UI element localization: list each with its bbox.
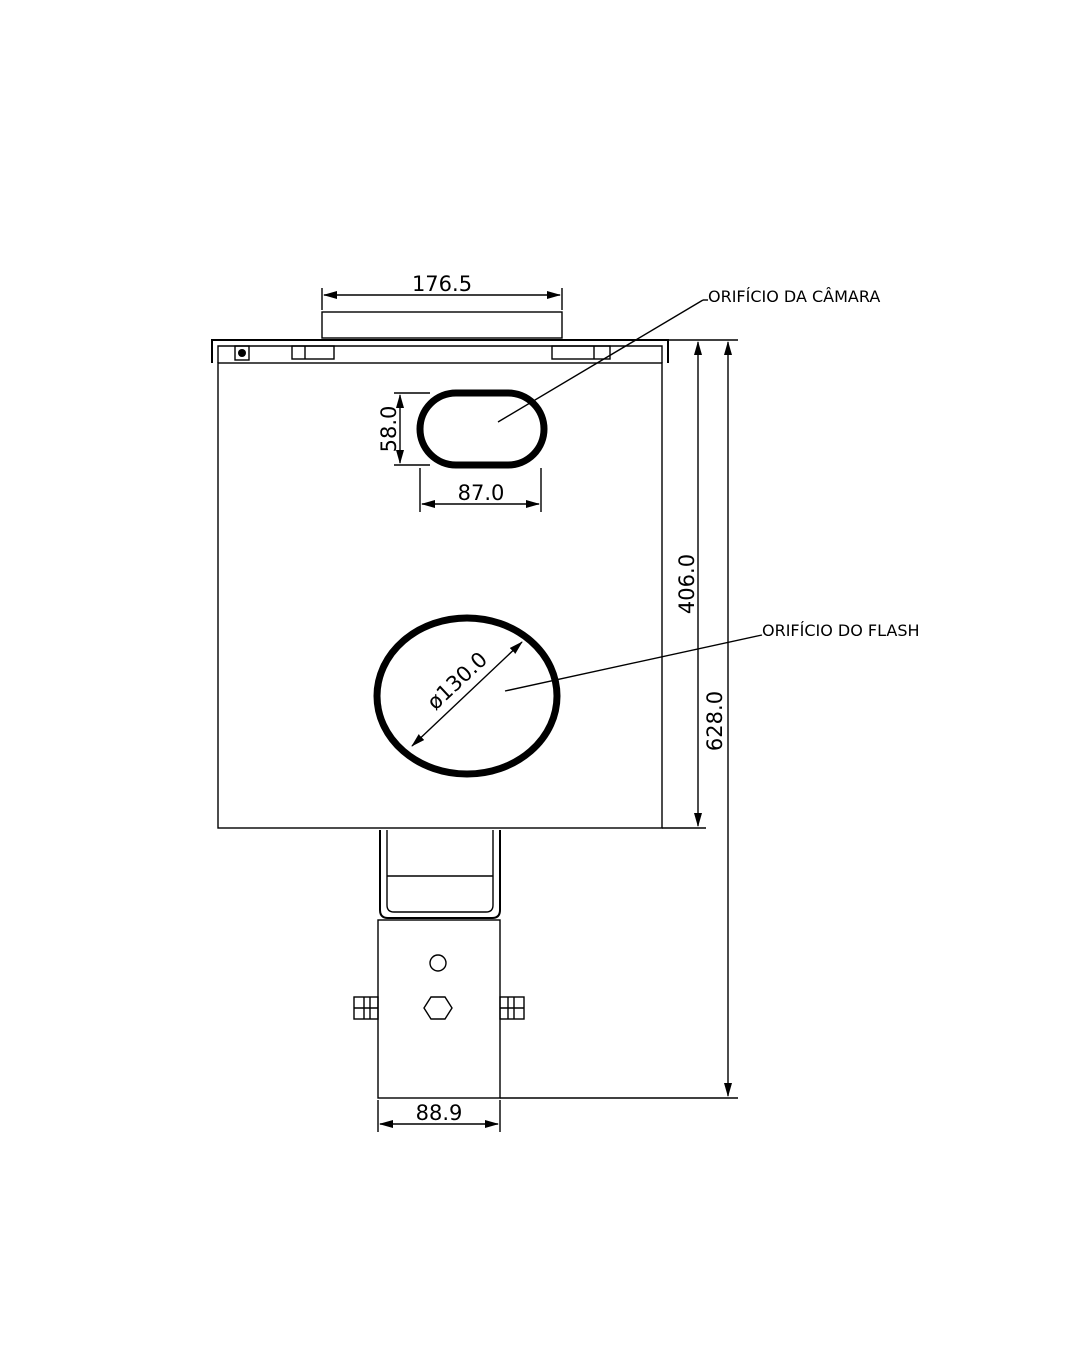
- dim-flash-diameter: ø130.0: [411, 641, 523, 747]
- mount-bracket: [379, 830, 501, 919]
- dim-box-height: 406.0: [662, 339, 706, 829]
- dim-base-width: 88.9: [377, 1100, 501, 1132]
- dim-base-width-text: 88.9: [416, 1101, 463, 1125]
- dim-camera-width-text: 87.0: [458, 481, 505, 505]
- dim-top-width: 176.5: [321, 272, 563, 310]
- camera-hole: [416, 389, 548, 469]
- mount-post: [377, 919, 501, 1099]
- dim-top-width-text: 176.5: [412, 272, 472, 296]
- flash-hole: [373, 614, 561, 778]
- dim-camera-height: 58.0: [377, 392, 430, 466]
- dim-camera-height-text: 58.0: [377, 406, 401, 453]
- top-plate: [321, 311, 563, 339]
- bolt-left: [353, 996, 379, 1020]
- dim-box-height-text: 406.0: [675, 554, 699, 614]
- main-box: [217, 362, 663, 829]
- dim-camera-width: 87.0: [419, 468, 542, 512]
- lid-rim: [211, 339, 669, 363]
- leader-camera-hole: ORIFÍCIO DA CÂMARA: [497, 287, 880, 423]
- dim-total-height-text: 628.0: [703, 691, 727, 751]
- label-camera-hole: ORIFÍCIO DA CÂMARA: [708, 287, 880, 306]
- leader-flash-hole: ORIFÍCIO DO FLASH: [504, 621, 920, 692]
- dim-total-height: 628.0: [500, 339, 738, 1099]
- label-flash-hole: ORIFÍCIO DO FLASH: [762, 621, 920, 640]
- bolt-right: [499, 996, 525, 1020]
